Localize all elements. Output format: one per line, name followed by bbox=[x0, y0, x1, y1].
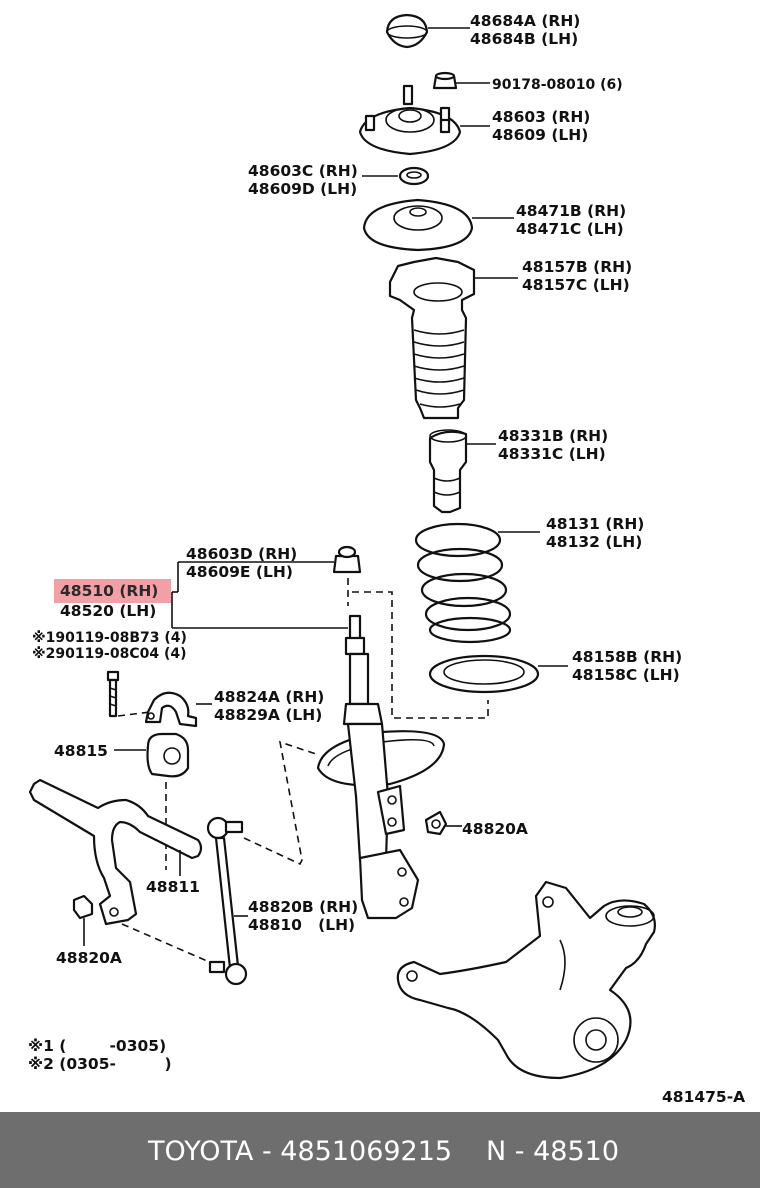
link-nut-part bbox=[424, 810, 448, 836]
bump-stopper-part bbox=[428, 429, 468, 514]
label-bump-stopper: 48331B (RH) 48331C (LH) bbox=[498, 427, 609, 463]
boot-part bbox=[388, 256, 476, 420]
shock-absorber-part bbox=[316, 614, 446, 920]
label-bolts: ※190119-08B73 (4) ※290119-08C04 (4) bbox=[32, 630, 187, 662]
label-spring: 48131 (RH) 48132 (LH) bbox=[546, 515, 645, 551]
label-absorber-lh: 48520 (LH) bbox=[60, 602, 157, 620]
label-link-nut: 48820A bbox=[462, 820, 528, 838]
parts-diagram: 48684A (RH) 48684B (LH) 90178-08010 (6) … bbox=[28, 12, 746, 1106]
steering-knuckle-part bbox=[396, 880, 656, 1080]
label-boot: 48157B (RH) 48157C (LH) bbox=[522, 258, 633, 294]
label-absorber-rh: 48510 (RH) bbox=[60, 582, 159, 600]
label-stabilizer-bar: 48811 bbox=[146, 878, 200, 896]
label-bracket: 48824A (RH) 48829A (LH) bbox=[214, 688, 325, 724]
label-bushing: 48815 bbox=[54, 742, 108, 760]
bar-nut-part bbox=[72, 894, 94, 920]
label-bearing: 48603C (RH) 48609D (LH) bbox=[248, 162, 358, 198]
upper-spring-seat-part bbox=[362, 198, 474, 252]
footer-bar: TOYOTA - 4851069215 N - 48510 bbox=[0, 1112, 760, 1188]
note-1: ※1 ( -0305) bbox=[28, 1037, 167, 1055]
strut-support-part bbox=[358, 84, 462, 156]
mount-nut-part bbox=[432, 71, 458, 90]
highlight-selected-part bbox=[54, 579, 171, 603]
stabilizer-bushing-part bbox=[146, 732, 190, 778]
label-mount-nut: 90178-08010 (6) bbox=[492, 77, 623, 93]
bearing-part bbox=[398, 166, 430, 186]
bushing-bracket-part bbox=[144, 691, 198, 728]
label-lower-insulator: 48158B (RH) 48158C (LH) bbox=[572, 648, 683, 684]
stabilizer-link-part bbox=[206, 816, 248, 986]
label-bar-nut: 48820A bbox=[56, 949, 122, 967]
strut-nut-part bbox=[332, 545, 362, 574]
dust-cap-part bbox=[385, 13, 429, 49]
exploded-strut-drawing bbox=[28, 13, 656, 1080]
footer-catalog-no: N - 48510 bbox=[486, 1136, 619, 1167]
coil-spring-part bbox=[414, 522, 512, 644]
label-cap: 48684A (RH) 48684B (LH) bbox=[470, 12, 581, 48]
stabilizer-bar-part bbox=[28, 778, 203, 926]
note-2: ※2 (0305- ) bbox=[28, 1055, 172, 1073]
label-upper-seat: 48471B (RH) 48471C (LH) bbox=[516, 202, 627, 238]
footer-brand-part: TOYOTA - 4851069215 bbox=[148, 1136, 453, 1167]
label-link: 48820B (RH) 48810 (LH) bbox=[248, 898, 359, 934]
label-strut-nut: 48603D (RH) 48609E (LH) bbox=[186, 545, 298, 581]
lower-insulator-part bbox=[428, 654, 540, 694]
label-support: 48603 (RH) 48609 (LH) bbox=[492, 108, 591, 144]
figure-id: 481475-A bbox=[662, 1088, 746, 1106]
bolt-part bbox=[106, 670, 120, 718]
